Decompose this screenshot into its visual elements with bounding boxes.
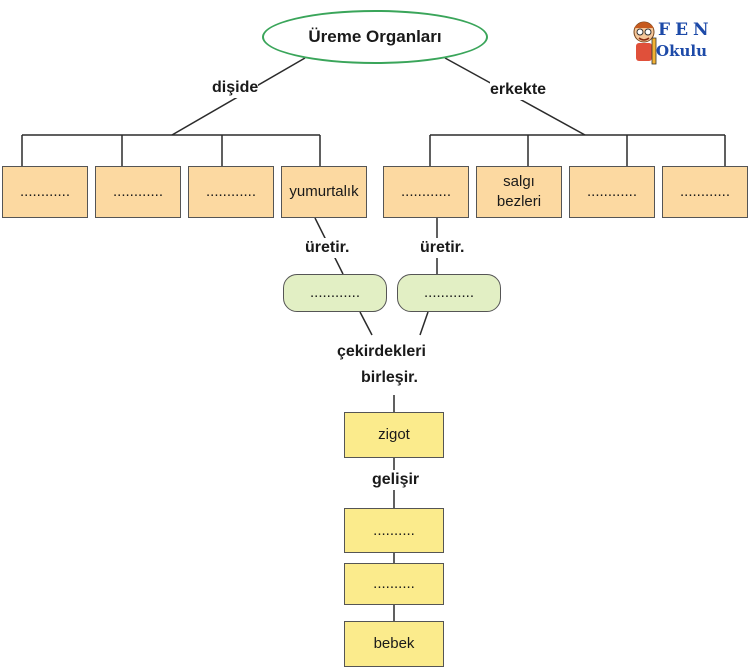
female-organ-box-2: ............ xyxy=(95,166,181,218)
cartoon-character-icon xyxy=(633,21,657,65)
label-develops: gelişir xyxy=(372,470,420,490)
stage-box-2: .......... xyxy=(344,508,444,553)
stage-box-zygote: zigot xyxy=(344,412,444,458)
male-organ-box-3: ............ xyxy=(569,166,655,218)
label-male: erkekte xyxy=(490,80,547,100)
stage-box-3: .......... xyxy=(344,563,444,605)
label-produces-right: üretir. xyxy=(420,238,465,258)
female-organ-box-1: ............ xyxy=(2,166,88,218)
diagram-title: Üreme Organları xyxy=(262,10,488,64)
stage-box-baby: bebek xyxy=(344,621,444,667)
male-organ-box-4: ............ xyxy=(662,166,748,218)
logo-okulu-text: Okulu xyxy=(656,42,707,60)
label-fusion-line1: çekirdekleri xyxy=(337,342,426,362)
label-female: dişide xyxy=(212,78,259,98)
logo-fen-text: FEN xyxy=(658,20,714,40)
male-organ-box-glands: salgı bezleri xyxy=(476,166,562,218)
gamete-box-sperm: ............ xyxy=(397,274,501,312)
label-fusion-line2: birleşir. xyxy=(361,368,418,388)
label-produces-left: üretir. xyxy=(305,238,350,258)
female-organ-box-ovary: yumurtalık xyxy=(281,166,367,218)
female-organ-box-3: ............ xyxy=(188,166,274,218)
gamete-box-egg: ............ xyxy=(283,274,387,312)
fen-okulu-logo: FEN Okulu xyxy=(628,18,718,70)
male-organ-box-1: ............ xyxy=(383,166,469,218)
